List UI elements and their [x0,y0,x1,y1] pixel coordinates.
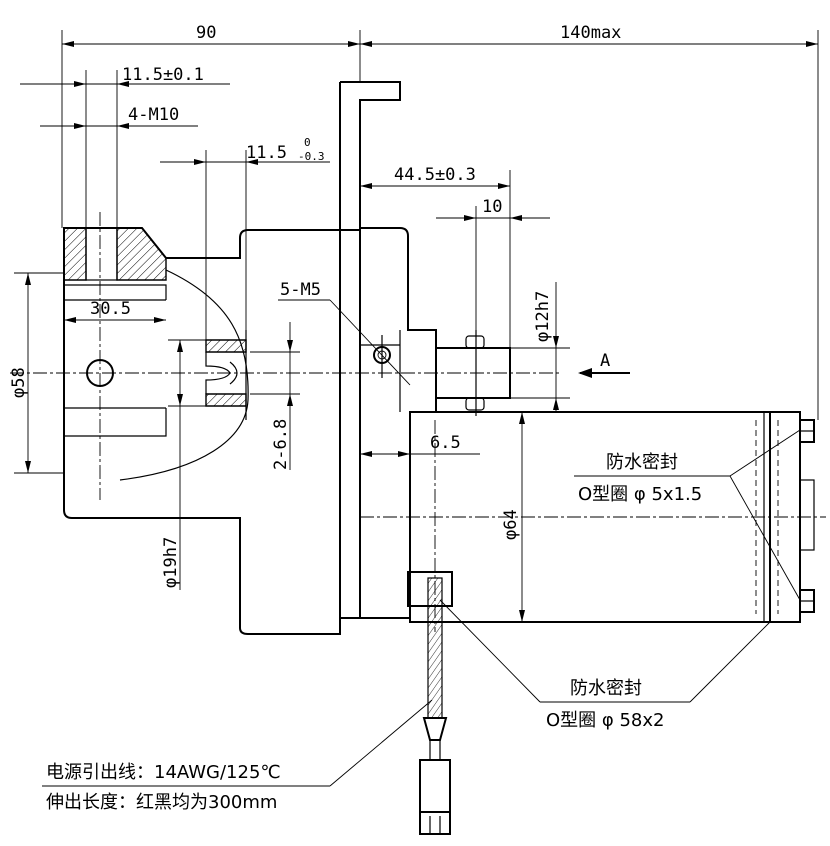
dim-overall-right: 140max [560,23,621,43]
dimension-labels: 90 140max 11.5±0.1 4-M10 11.5 0 -0.3 44.… [9,23,621,588]
end-screw-bottom [799,589,815,613]
notes: 防水密封 O型圈 φ 5x1.5 防水密封 O型圈 φ 58x2 电源引出线：1… [46,452,702,813]
dim-view-arrow: A [600,351,610,371]
note-lead-wire-line1: 电源引出线：14AWG/125℃ [46,762,281,783]
note-lead-wire-line2: 伸出长度：红黑均为300mm [46,792,277,813]
center-lines [10,212,826,632]
dim-tapped-holes: 4-M10 [128,105,179,125]
dim-flange-thickness: 11.5±0.1 [122,65,204,85]
dim-motor-diameter: φ64 [501,509,521,540]
dim-key-length: 10 [482,197,502,217]
note-seal-front-spec: O型圈 φ 58x2 [546,710,665,731]
gearbox-body [63,81,437,635]
power-cable [407,571,453,835]
dim-bore-diameter: φ19h7 [161,537,181,588]
dim-groove-tol-lower: -0.3 [298,150,325,163]
dim-shaft-diameter: φ12h7 [533,291,553,342]
dim-pilot-depth: 30.5 [90,299,131,319]
dim-groove-tol-upper: 0 [304,136,311,149]
end-screw-top [799,419,815,443]
note-seal-rear-spec: O型圈 φ 5x1.5 [578,484,702,505]
dim-shaft-position: 44.5±0.3 [394,165,476,185]
seal-leaders [42,429,801,787]
dim-spigot-depth: 6.5 [430,433,461,453]
dim-side-screws: 5-M5 [280,280,321,300]
dim-groove-depth: 2-6.8 [271,419,291,470]
dimension-lines [14,30,819,622]
note-seal-front-title: 防水密封 [570,678,642,699]
note-seal-rear-title: 防水密封 [606,452,678,473]
dim-groove-width: 11.5 [246,143,287,163]
dim-pilot-diameter: φ58 [9,367,29,398]
dim-overall-left: 90 [196,23,216,43]
